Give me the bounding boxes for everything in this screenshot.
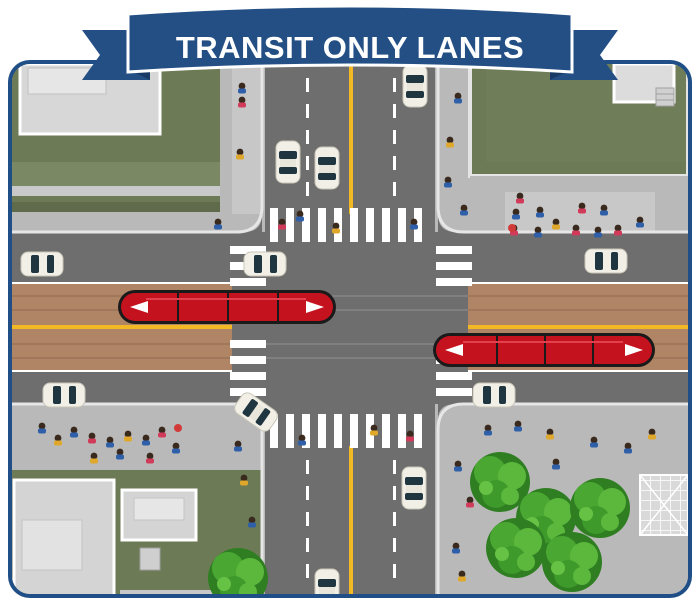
building-bottom-left xyxy=(12,470,262,594)
building-top-right xyxy=(468,64,688,234)
map-area xyxy=(12,64,688,594)
banner-title: TRANSIT ONLY LANES xyxy=(175,30,525,65)
title-banner xyxy=(82,4,618,80)
corner-bottom-right xyxy=(639,474,688,536)
lane-markings xyxy=(12,64,688,594)
tram-left xyxy=(118,290,336,324)
crossing-signs xyxy=(174,224,516,432)
tram-right xyxy=(433,333,655,367)
